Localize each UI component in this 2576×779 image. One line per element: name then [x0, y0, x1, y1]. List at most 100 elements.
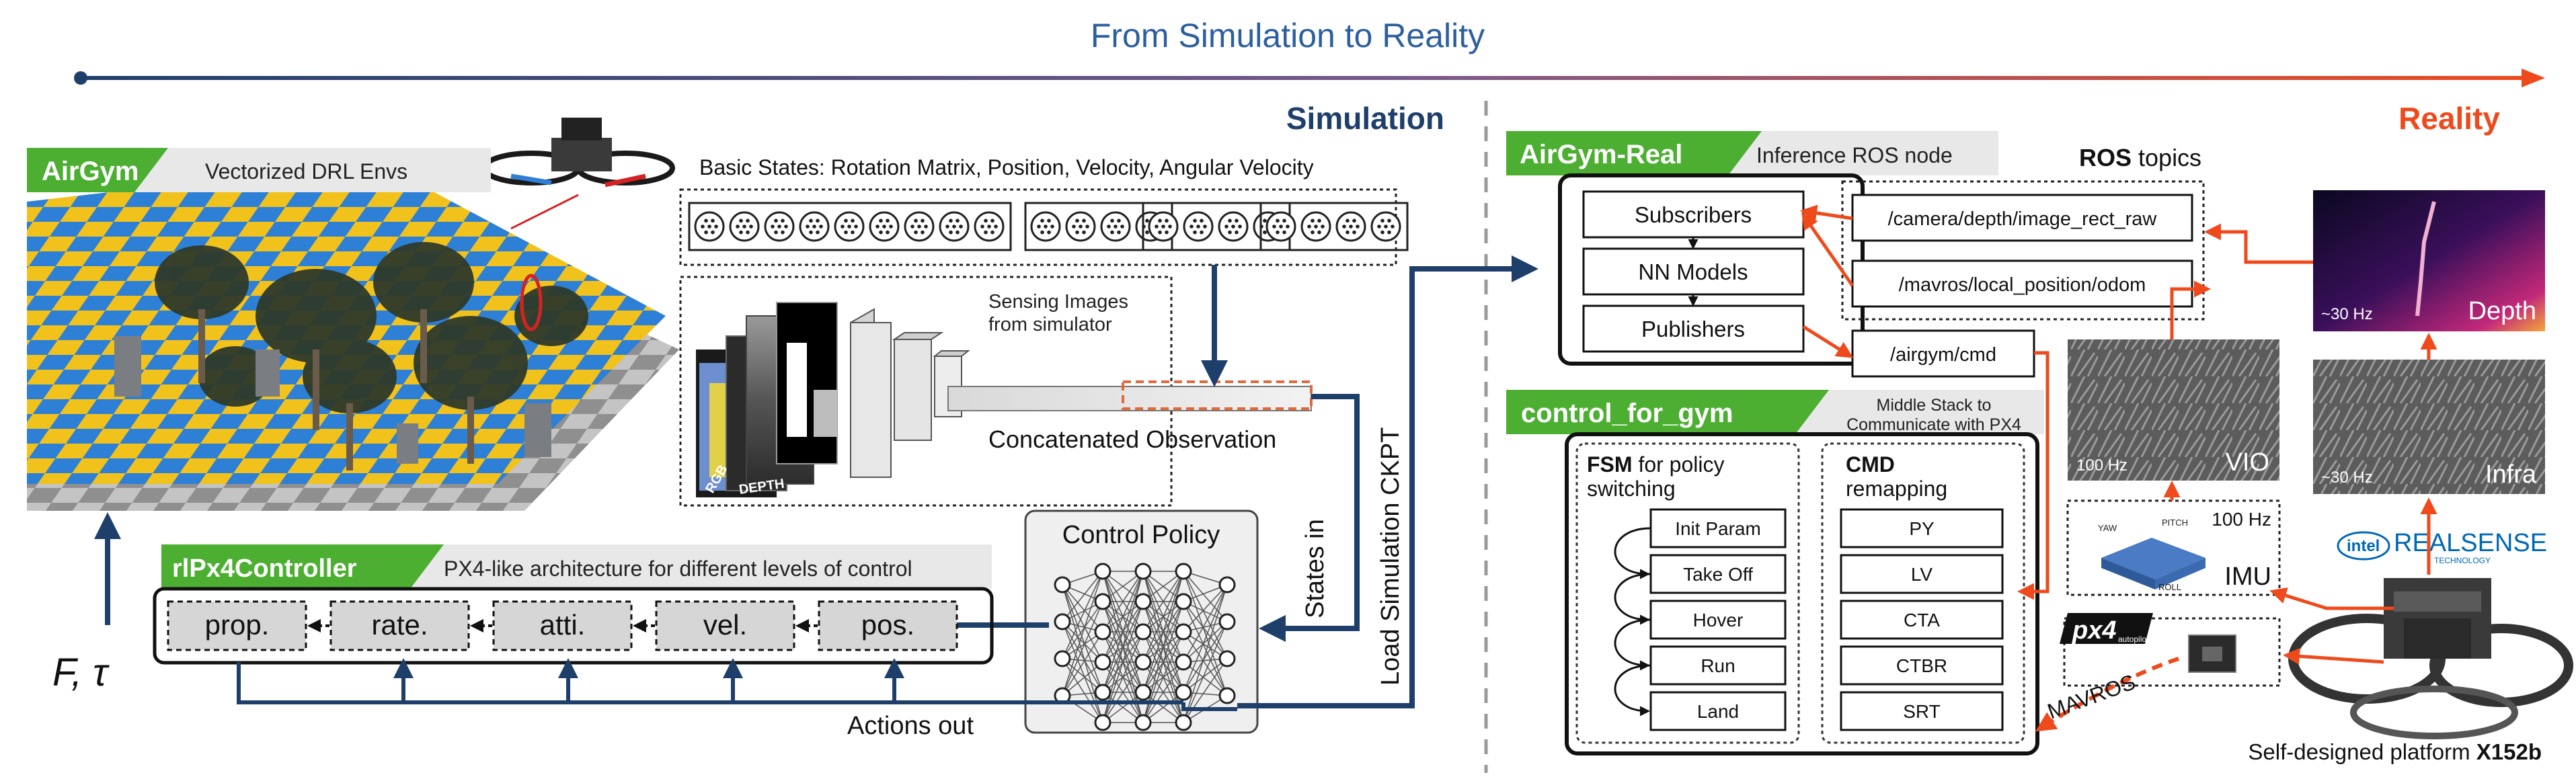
depth-image-label: Depth: [2468, 297, 2536, 325]
nn-neuron: [1054, 650, 1071, 667]
fsm-transition-arrow: [1614, 527, 1651, 579]
rlpx4controller-tag: rlPx4Controller: [172, 555, 357, 583]
concatenated-observation-bar: [947, 380, 1313, 411]
simulation-section-label: Simulation: [1286, 101, 1444, 136]
airgym-real-subtitle: Inference ROS node: [1756, 143, 1953, 167]
infra-image: Infra ~30 Hz: [2313, 360, 2545, 494]
cmd-topic-to-control-arrow: [2017, 351, 2050, 600]
control-policy-box: Control Policy: [1024, 509, 1259, 734]
fsm-state-box: [1649, 645, 1787, 686]
realsense-logo: intel REALSENSE TECHNOLOGY: [2337, 529, 2547, 565]
controller-stage-label: pos.: [861, 609, 914, 641]
realsense-intel-text: intel: [2347, 537, 2380, 555]
vio-image-label: VIO: [2226, 448, 2269, 477]
nn-neuron: [1094, 684, 1111, 701]
controller-stage-box: [492, 600, 633, 651]
fsm-transition-arrow: [1614, 664, 1651, 716]
nn-neuron: [1175, 623, 1192, 641]
cmd-mode-box: [1840, 600, 2004, 640]
controller-stage-label: vel.: [703, 609, 747, 641]
state-dot-icon: [1300, 211, 1331, 242]
node-part-box: [1582, 247, 1805, 296]
ros-topic-box: [1851, 194, 2193, 242]
topic-to-node-arrows: [1800, 204, 1855, 358]
imu-roll-label: ROLL: [2158, 582, 2181, 592]
realsense-sub-text: TECHNOLOGY: [2434, 556, 2491, 565]
control-for-gym-subtitle-1: Middle Stack to: [1877, 396, 1992, 415]
nn-neuron: [1218, 687, 1236, 704]
airgym-real-tag: AirGym-Real: [1520, 140, 1682, 169]
load-ckpt-arrow: [1237, 255, 1538, 708]
fsm-heading-line2: switching: [1587, 477, 1676, 501]
node-part-box: [1582, 190, 1805, 239]
nn-neuron: [1134, 714, 1152, 731]
force-torque-label: F, τ: [52, 651, 110, 694]
state-group: [1259, 202, 1409, 251]
control-for-gym-tag: control_for_gym: [1521, 399, 1733, 428]
controller-bottom-links: [237, 658, 1237, 711]
airgym-real-panel: AirGym-Real Inference ROS node Subscribe…: [1506, 131, 1998, 366]
nn-neuron: [1094, 653, 1111, 671]
nn-neuron: [1175, 593, 1192, 610]
imu-pitch-label: PITCH: [2162, 518, 2188, 528]
nn-neuron: [1134, 684, 1152, 701]
nn-neuron: [1175, 653, 1192, 671]
state-dot-icon: [834, 211, 865, 242]
controller-stage-box: [329, 600, 470, 651]
state-group: [688, 202, 1012, 251]
platform-caption: Self-designed platform X152b: [2248, 739, 2542, 764]
nn-neuron: [1094, 714, 1111, 731]
basic-states-label: Basic States: Rotation Matrix, Position,…: [699, 155, 1314, 179]
nn-neuron: [1218, 576, 1236, 593]
drone-icon: [481, 118, 675, 188]
nn-neuron: [1134, 593, 1152, 610]
controller-stage-label: prop.: [205, 609, 270, 641]
flight-controller-board-icon: [2188, 634, 2236, 673]
imu-board-icon: [2101, 538, 2206, 579]
cnn-encoder-blocks: [850, 308, 970, 479]
page-title: From Simulation to Reality: [1091, 17, 1485, 54]
controller-stage-box: [655, 600, 795, 651]
state-dot-icon: [1065, 211, 1096, 242]
airgym-tag-label: AirGym: [42, 157, 139, 186]
cmd-heading-line2: remapping: [1846, 477, 1947, 501]
vio-image-rate: 100 Hz: [2076, 456, 2128, 475]
state-dot-icon: [1100, 211, 1131, 242]
controller-stage-box: [167, 600, 307, 651]
fsm-transition-arrow: [1614, 618, 1651, 671]
concatenated-label: Concatenated Observation: [988, 425, 1276, 453]
node-part-label: NN Models: [1638, 259, 1748, 284]
nn-neuron: [1054, 576, 1071, 593]
node-part-label: Publishers: [1641, 317, 1745, 341]
vio-image: VIO 100 Hz: [2068, 339, 2279, 481]
rlpx4controller-panel: rlPx4Controller PX4-like architecture fo…: [153, 544, 994, 665]
mavros-label: MAVROS: [2044, 669, 2138, 723]
airgym-tag: AirGym Vectorized DRL Envs: [27, 148, 491, 192]
cmd-mode-label: PY: [1909, 518, 1935, 539]
fsm-state-box: [1649, 691, 1787, 731]
fsm-state-label: Hover: [1693, 610, 1744, 630]
states-in-label: States in: [1301, 519, 1329, 618]
imu-panel: YAW PITCH ROLL IMU 100 Hz: [2066, 499, 2281, 596]
fsm-state-label: Run: [1701, 655, 1735, 676]
fsm-state-box: [1649, 600, 1787, 640]
sensing-label-line2: from simulator: [988, 314, 1112, 335]
state-dot-icon: [904, 211, 935, 242]
realsense-name-text: REALSENSE: [2394, 529, 2547, 557]
controller-stages: prop.rate.atti.vel.pos.: [167, 600, 958, 651]
nn-neuron: [1094, 563, 1111, 580]
reality-section-label: Reality: [2398, 101, 2500, 136]
state-dot-icon: [1335, 211, 1366, 242]
px4-logo: px4 autopilot: [2060, 613, 2153, 645]
ros-topic-label: /mavros/local_position/odom: [1899, 274, 2146, 296]
nn-neuron: [1175, 714, 1192, 731]
mavros-link: [2035, 657, 2179, 732]
cmd-mode-label: CTA: [1904, 610, 1940, 630]
fsm-heading: FSM for policy: [1587, 452, 1724, 477]
controller-stage-label: rate.: [371, 609, 428, 641]
state-dot-icon: [939, 211, 970, 242]
airgym-scene-image: [27, 118, 679, 511]
nn-neuron: [1134, 653, 1152, 671]
